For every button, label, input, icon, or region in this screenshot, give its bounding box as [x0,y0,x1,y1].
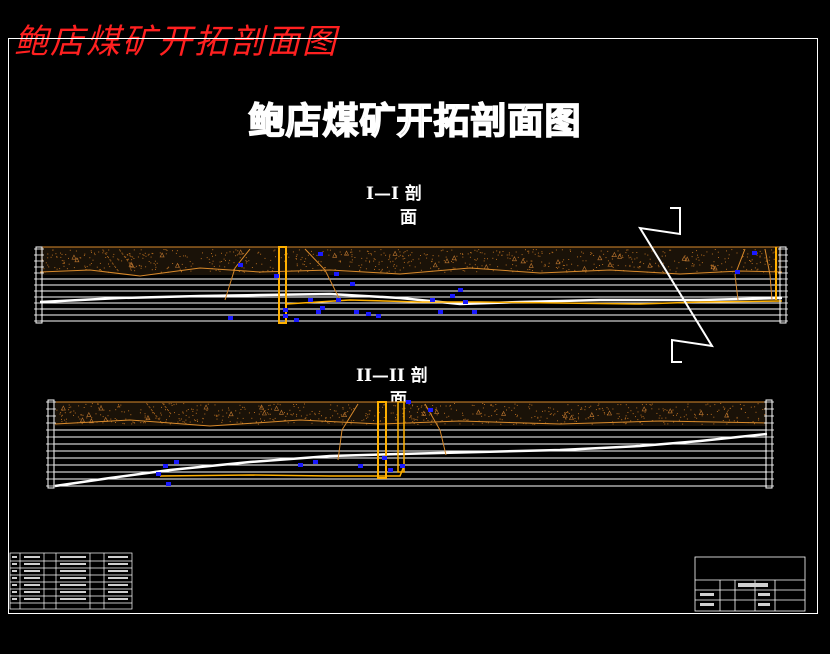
section-2-profile [46,399,774,489]
title-block-text-marks [700,583,770,606]
drawing-title: 鲍店煤矿开拓剖面图 [248,100,582,143]
section-label-2-line1: II—II 剖 [356,366,428,386]
section-1-break-symbol [638,207,714,363]
header-title: 鲍店煤矿开拓剖面图 [14,22,338,62]
section-2-overburden [55,402,767,426]
section-1-shaft [278,246,287,324]
title-block [694,556,806,612]
survey-points [156,251,757,486]
section-1-coal-seam [39,292,783,306]
section-label-1-line2: 面 [400,208,417,228]
section-2-shaft-b [397,401,405,473]
section-2-shaft-a [377,401,387,479]
section-2-coal-seam [54,432,768,488]
section-label-1: I—I 剖 面 [366,182,422,230]
legend-table [9,552,133,610]
drawing-frame [8,38,818,614]
section-2-strata-lines [55,429,767,487]
section-1-profile [34,207,788,363]
section-label-1-line1: I—I 剖 [366,184,422,204]
